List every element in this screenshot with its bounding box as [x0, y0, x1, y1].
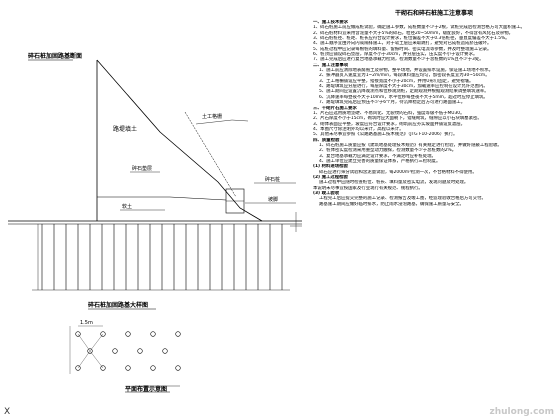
label-gravel-pile: 碎石桩: [265, 177, 281, 183]
note-line: 一、施工技术要求: [313, 20, 349, 25]
title-underlines: [28, 59, 170, 393]
note-line: 5、成桩过程中应记录每根桩的填料量、留振时间、密实电流等参数，并及时整理施工记录…: [313, 46, 492, 52]
note-line: 四、质量检验: [313, 137, 340, 143]
embankment-section: [8, 59, 302, 232]
note-line: 路基施工期间应做好临时排水，防止雨水浸泡路基，确保施工质量与安全。: [319, 201, 464, 207]
note-line: 4、施工顺序宜由外向内或隔排施工，对于软土层应采取跳打，避免对已成桩造成挤压破坏…: [313, 41, 492, 47]
note-line: 2、振冲器贯入速度宜为1~2m/min，每段填料量应均匀，加密段长度宜为30~5…: [319, 73, 490, 79]
label-geogrid: 土工格栅: [202, 114, 223, 120]
note-line: 6、桩顶应铺设碎石垫层，厚度不小于30cm，并分层压实，压实度不小于设计要求。: [313, 52, 478, 58]
note-line: 二、施工注意事项: [313, 62, 349, 68]
plan-layout: [69, 325, 181, 387]
corner-mark: X: [4, 407, 11, 417]
note-line: 5、其他未尽事宜参照《公路路基施工技术规范》（JTG F10-2006）执行。: [313, 132, 458, 138]
label-fill: 路堤填土: [113, 126, 138, 133]
label-spacing: 1.5m: [80, 320, 93, 326]
note-line: (3) 竣工验收: [313, 191, 340, 196]
note-line: 4、路堤填筑应分层进行，每层厚度不大于30cm，加载速率应控制在设计允许范围内。: [319, 84, 488, 90]
layout-title: 平面布置示意图: [125, 386, 168, 393]
note-line: 3、砌体表面应平整，坡度应符合设计要求，砌筑前应夯实坡面并铺设反滤层。: [313, 121, 466, 127]
notes-title: 干砌石和碎石桩施工注意事项: [394, 10, 473, 17]
label-cushion: 碎石垫层: [132, 166, 153, 172]
detail-title: 碎石桩加固路基大样图: [88, 302, 149, 309]
note-line: 碎石应进行筛分试验和含泥量试验，每2000m³检测一次，不合格材料不得使用。: [319, 169, 477, 175]
note-line: 1、施工前应清除地表腐殖土及杂物，整平场地，并设置排水设施，保证施工场地不积水。: [319, 68, 494, 74]
note-line: 工程完工后应提交完整的施工记录、检测报告及竣工图，经监理验收合格后方可交付。: [319, 196, 486, 202]
label-toe: 坡脚: [268, 197, 279, 203]
pile-group: [32, 224, 290, 291]
note-line: 2、片石厚度不小于15cm，砌筑时应大面朝下，错缝砌筑，缝隙应以小石块填塞紧密。: [313, 116, 482, 122]
note-line: 5、施工期间应设置沉降观测点和位移观测桩，定期观测并根据观测结果调整填筑速率。: [319, 89, 489, 95]
note-line: 3、碎石桩桩径、桩距、桩长应符合设计要求，桩位偏差不大于0.3倍桩径，垂直度偏差…: [313, 36, 510, 42]
note-line: 三、干砌片石施工要求: [313, 105, 357, 111]
note-line: 3、土工格栅铺设应平整，搭接宽度不小于20cm，并用U形钉固定，避免褶皱。: [319, 78, 474, 84]
note-line: 1、片石应选用质地坚硬、不易风化、无裂纹的石料，强度等级不低于MU30。: [313, 110, 465, 116]
slope-line: [96, 59, 263, 222]
note-line: (1) 材料进场检验: [313, 164, 348, 170]
note-line: 7、施工完成后应进行复合地基承载力检测，检测数量不少于总桩数的1%且不少于3处。: [313, 57, 484, 63]
note-line: 2、桩体密实度检测采用重型动力触探，检测数量不少于总桩数的2%。: [319, 148, 457, 154]
note-line: 1、碎石桩施工前应做成桩试验，确定施工参数，成桩数量不少于2根，试桩完成后检测合…: [313, 25, 525, 31]
note-line: 本说明未尽事宜按国家及行业现行有关规范、规程执行。: [313, 185, 423, 191]
note-line: 3、复合地基承载力应满足设计要求，不满足时应补桩处理。: [319, 153, 436, 159]
note-line: 1、碎石桩施工质量应按《建筑地基处理技术规范》有关规定进行检验，并做好隐蔽工程验…: [319, 142, 502, 148]
watermark: zhulong.com: [489, 407, 555, 417]
note-line: 2、碎石桩材料宜采用含泥量不大于5%的碎石，粒径20~50mm，级配良好，不得含…: [313, 30, 514, 36]
note-line: (2) 施工过程检验: [313, 174, 348, 180]
note-line: 施工过程中应随时检查桩位、桩长、填料量及密实电流，发现问题及时处理。: [319, 180, 469, 186]
note-line: 7、路堤填筑完成后应预压不少于6个月，待沉降稳定后方可进行路面施工。: [319, 100, 466, 106]
note-line: 6、沉降速率每昼夜不大于10mm，水平位移每昼夜不大于5mm，超过时应停止填筑。: [319, 94, 488, 100]
section-title: 碎石桩加固路基断面: [28, 53, 83, 60]
note-line: 4、本图尺寸除注明外均以米计，高程以米计。: [313, 126, 404, 132]
note-line: 4、施工单位应建立完善的质量保证体系，严格执行三检制度。: [319, 158, 441, 164]
label-soft-soil: 软土: [122, 204, 133, 210]
